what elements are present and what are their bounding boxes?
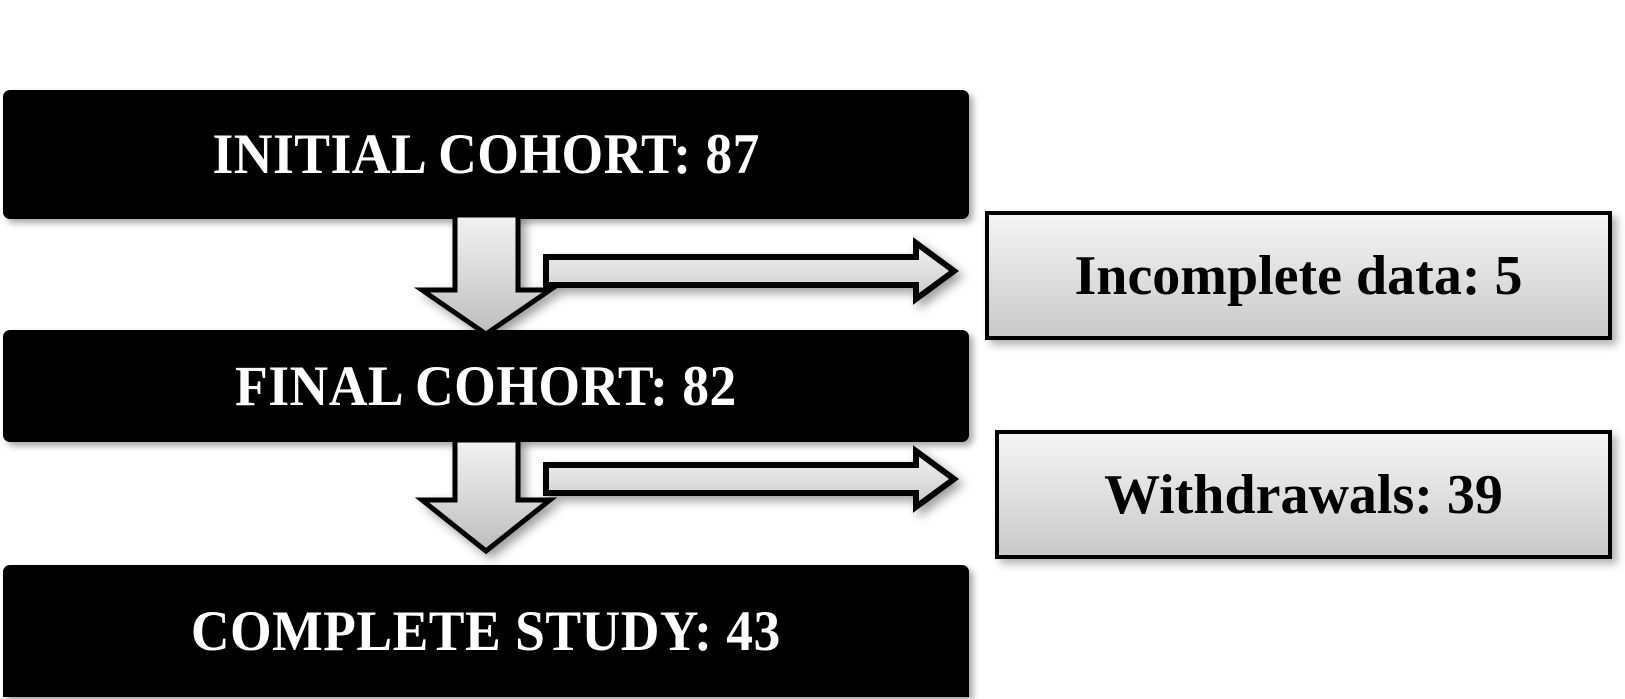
exclusion-box-incomplete-data-label: Incomplete data: 5 [1074, 244, 1523, 307]
cohort-box-final: FINAL COHORT: 82 [3, 330, 969, 442]
cohort-box-complete: COMPLETE STUDY: 43 [3, 565, 969, 697]
exclusion-box-withdrawals: Withdrawals: 39 [995, 430, 1612, 559]
arrow-down-final-to-complete [414, 437, 558, 555]
arrow-right-to-withdrawals [543, 445, 960, 513]
cohort-box-final-label: FINAL COHORT: 82 [235, 354, 737, 418]
arrow-down-initial-to-final [413, 212, 559, 338]
cohort-box-complete-label: COMPLETE STUDY: 43 [191, 599, 781, 663]
arrow-right-to-incomplete-data [543, 237, 960, 305]
cohort-box-initial-label: INITIAL COHORT: 87 [212, 123, 760, 186]
exclusion-box-incomplete-data: Incomplete data: 5 [985, 211, 1612, 340]
cohort-box-initial: INITIAL COHORT: 87 [3, 90, 969, 219]
exclusion-box-withdrawals-label: Withdrawals: 39 [1104, 463, 1503, 526]
